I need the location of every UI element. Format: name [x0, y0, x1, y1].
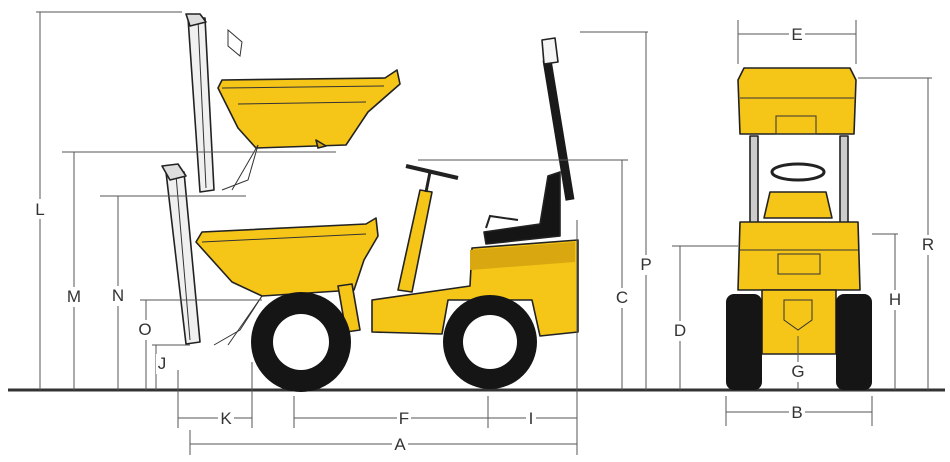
front-left-tyre	[726, 294, 762, 390]
rear-wheel	[443, 295, 537, 389]
label-H: H	[889, 290, 901, 309]
label-I: I	[529, 409, 534, 428]
side-reference-lines	[36, 11, 648, 455]
label-J: J	[158, 354, 167, 373]
label-G: G	[791, 362, 804, 381]
raised-skip-lower	[161, 163, 379, 346]
front-wheel	[251, 292, 351, 392]
front-right-tyre	[836, 294, 872, 390]
label-L: L	[35, 200, 44, 219]
label-E: E	[791, 25, 802, 44]
label-K: K	[220, 409, 232, 428]
label-R: R	[922, 235, 934, 254]
label-O: O	[138, 320, 151, 339]
raised-skip-upper	[185, 13, 401, 193]
label-F: F	[399, 409, 409, 428]
beacon	[541, 37, 559, 65]
dimension-labels: L M N O J K F I A C P E D G B H R	[33, 25, 936, 455]
label-M: M	[67, 287, 81, 306]
side-view	[161, 13, 579, 392]
chassis-shade	[470, 242, 575, 270]
front-steering-wheel	[770, 162, 826, 182]
operator-seat	[483, 171, 561, 245]
label-N: N	[112, 286, 124, 305]
label-C: C	[616, 288, 628, 307]
steering-wheel	[405, 164, 459, 180]
steering-column	[397, 189, 433, 293]
front-body	[737, 221, 861, 291]
label-B: B	[791, 403, 802, 422]
label-A: A	[394, 435, 406, 454]
label-P: P	[640, 255, 651, 274]
front-skip	[737, 67, 857, 135]
label-D: D	[674, 321, 686, 340]
rops-bar	[542, 59, 575, 201]
front-view	[726, 67, 872, 390]
